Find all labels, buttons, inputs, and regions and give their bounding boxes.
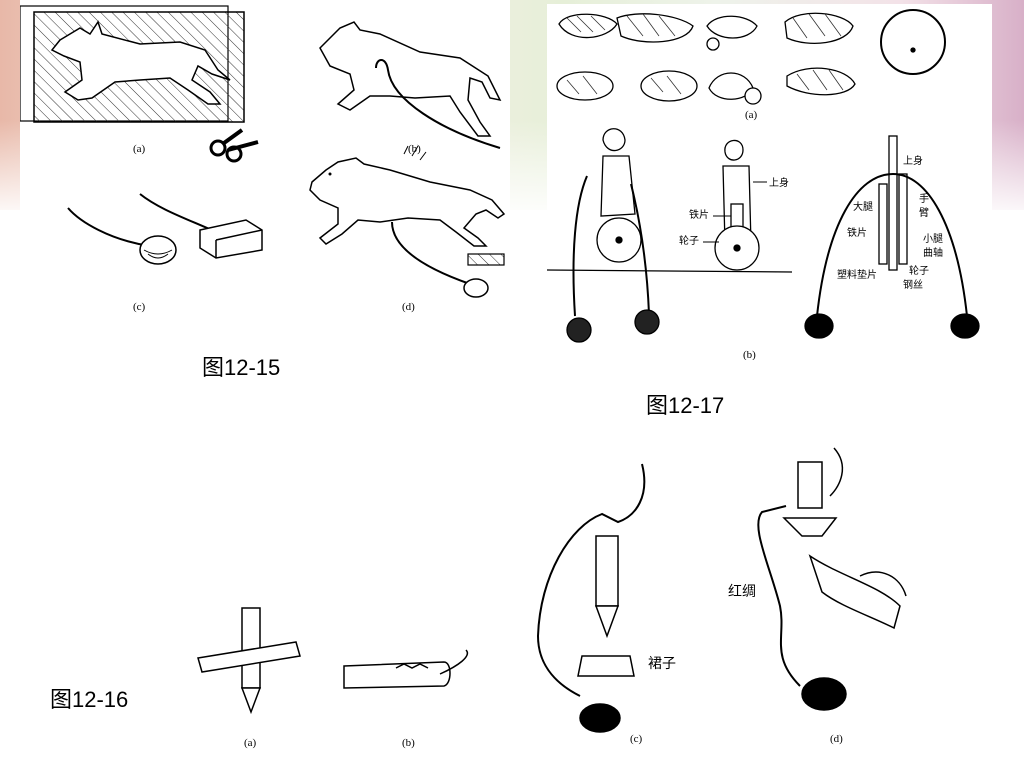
- figure-12-17-panel: (a) 上身 铁片 轮子: [547, 4, 992, 360]
- figure-12-17-drawing: (a) 上身 铁片 轮子: [547, 9, 980, 360]
- unicycle-doll-front: [566, 128, 660, 343]
- clay-parts-row-2: [556, 67, 856, 105]
- fig17-label-b: (b): [743, 349, 756, 360]
- rolled-paper: [343, 649, 469, 689]
- fig16-label-d: (d): [830, 733, 843, 745]
- figure-12-16-drawing: 裙子 红绸 (a) (b) (c) (d): [197, 447, 907, 749]
- balanced-horse-on-block: [309, 145, 506, 298]
- figure-12-16-panel: 裙子 红绸 (a) (b) (c) (d): [190, 436, 914, 760]
- mechanism-diagram: [804, 135, 980, 339]
- figure-12-16-caption: 图12-16: [50, 687, 129, 712]
- pencil-doll-with-skirt: [536, 463, 646, 733]
- label-iron-2: 铁片: [847, 226, 867, 239]
- figure-12-15-panel: (a) (b) (c) (d): [20, 0, 510, 315]
- scissors-icon: [209, 128, 259, 163]
- fig15-label-b: (b): [408, 143, 421, 155]
- clay-parts-row-1: [558, 9, 946, 75]
- fig17-label-a: (a): [745, 109, 758, 121]
- figure-12-15-drawing: (a) (b) (c) (d): [20, 5, 506, 313]
- horse-outline-with-wire: [319, 21, 502, 149]
- fig15-label-d: (d): [402, 301, 415, 313]
- fig16-label-a: (a): [244, 737, 257, 749]
- label-thigh: 大腿: [853, 200, 873, 213]
- label-crank: 曲轴: [923, 246, 943, 259]
- label-arm-2: 臂: [919, 206, 929, 219]
- wire-with-clay-ball-and-block: [67, 193, 263, 265]
- label-iron-1: 铁片: [689, 208, 709, 221]
- horse-cutout-board: [20, 5, 245, 123]
- fig15-label-a: (a): [133, 143, 146, 155]
- figure-12-15-caption: 图12-15: [202, 355, 281, 380]
- ground-line: [547, 269, 793, 273]
- label-calf: 小腿: [923, 233, 943, 245]
- doll-with-red-silk-and-hand: [757, 447, 907, 711]
- label-steel-wire: 钢丝: [903, 278, 923, 291]
- figure-12-17-caption: 图12-17: [646, 393, 725, 418]
- label-plastic-pad: 塑料垫片: [837, 268, 877, 281]
- label-upper-body-2: 上身: [903, 154, 923, 167]
- label-arm-1: 手: [919, 192, 929, 205]
- label-red-silk: 红绸: [728, 584, 756, 600]
- label-skirt: 裙子: [648, 656, 676, 672]
- label-wheel-1: 轮子: [679, 234, 699, 247]
- pencil-with-crossbar: [197, 607, 301, 715]
- fig15-label-c: (c): [133, 301, 146, 313]
- clay-stripes: [566, 13, 844, 95]
- label-upper-body-1: 上身: [769, 176, 789, 189]
- fig16-label-c: (c): [630, 733, 643, 745]
- label-wheel-2: 轮子: [909, 264, 929, 277]
- unicycle-doll-side: [714, 139, 760, 271]
- fig16-label-b: (b): [402, 737, 415, 749]
